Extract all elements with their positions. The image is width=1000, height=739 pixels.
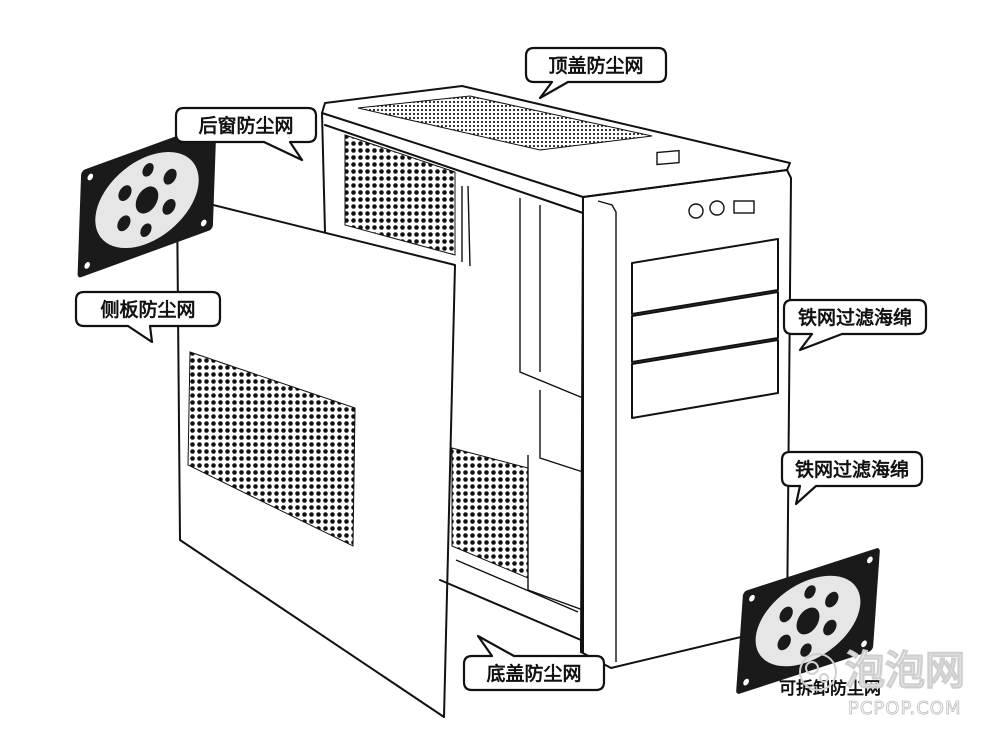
front-audio-jack-2 — [709, 200, 725, 216]
fan-filter-bottom-right — [736, 548, 880, 694]
label-rear-window-filter: 后窗防尘网 — [198, 114, 293, 137]
front-audio-jack-1 — [688, 203, 704, 219]
callout-iron-mesh-sponge-1: 铁网过滤海绵 — [782, 298, 928, 352]
drive-bay-2 — [631, 291, 779, 363]
top-cover-mesh — [357, 95, 653, 151]
watermark: 泡泡网 PCPOP.COM — [799, 647, 966, 719]
callout-rear-window-filter: 后窗防尘网 — [174, 106, 318, 162]
callout-side-panel-filter: 侧板防尘网 — [74, 290, 222, 344]
bottom-interior-mesh — [451, 447, 529, 579]
front-usb-port-left — [656, 149, 680, 166]
watermark-site-name: 泡泡网 — [845, 648, 965, 694]
front-usb-port-right — [733, 200, 755, 214]
fan-filter-top-left — [77, 122, 217, 278]
callout-iron-mesh-sponge-2: 铁网过滤海绵 — [780, 450, 924, 506]
label-top-cover-filter: 顶盖防尘网 — [548, 54, 643, 77]
case-body — [321, 85, 792, 669]
rear-window-mesh — [344, 134, 456, 256]
label-iron-mesh-sponge-2: 铁网过滤海绵 — [795, 458, 909, 481]
callout-bottom-cover-filter: 底盖防尘网 — [462, 634, 606, 692]
label-side-panel-filter: 侧板防尘网 — [100, 298, 195, 321]
callout-top-cover-filter: 顶盖防尘网 — [524, 46, 668, 100]
label-bottom-cover-filter: 底盖防尘网 — [486, 662, 581, 685]
drive-bay-1 — [631, 238, 779, 315]
side-panel-mesh — [187, 351, 356, 547]
label-iron-mesh-sponge-1: 铁网过滤海绵 — [798, 306, 912, 329]
side-panel — [176, 195, 456, 718]
watermark-site-url: PCPOP.COM — [848, 698, 961, 719]
drive-bay-3 — [631, 339, 779, 419]
watermark-logo-icon — [799, 653, 837, 691]
